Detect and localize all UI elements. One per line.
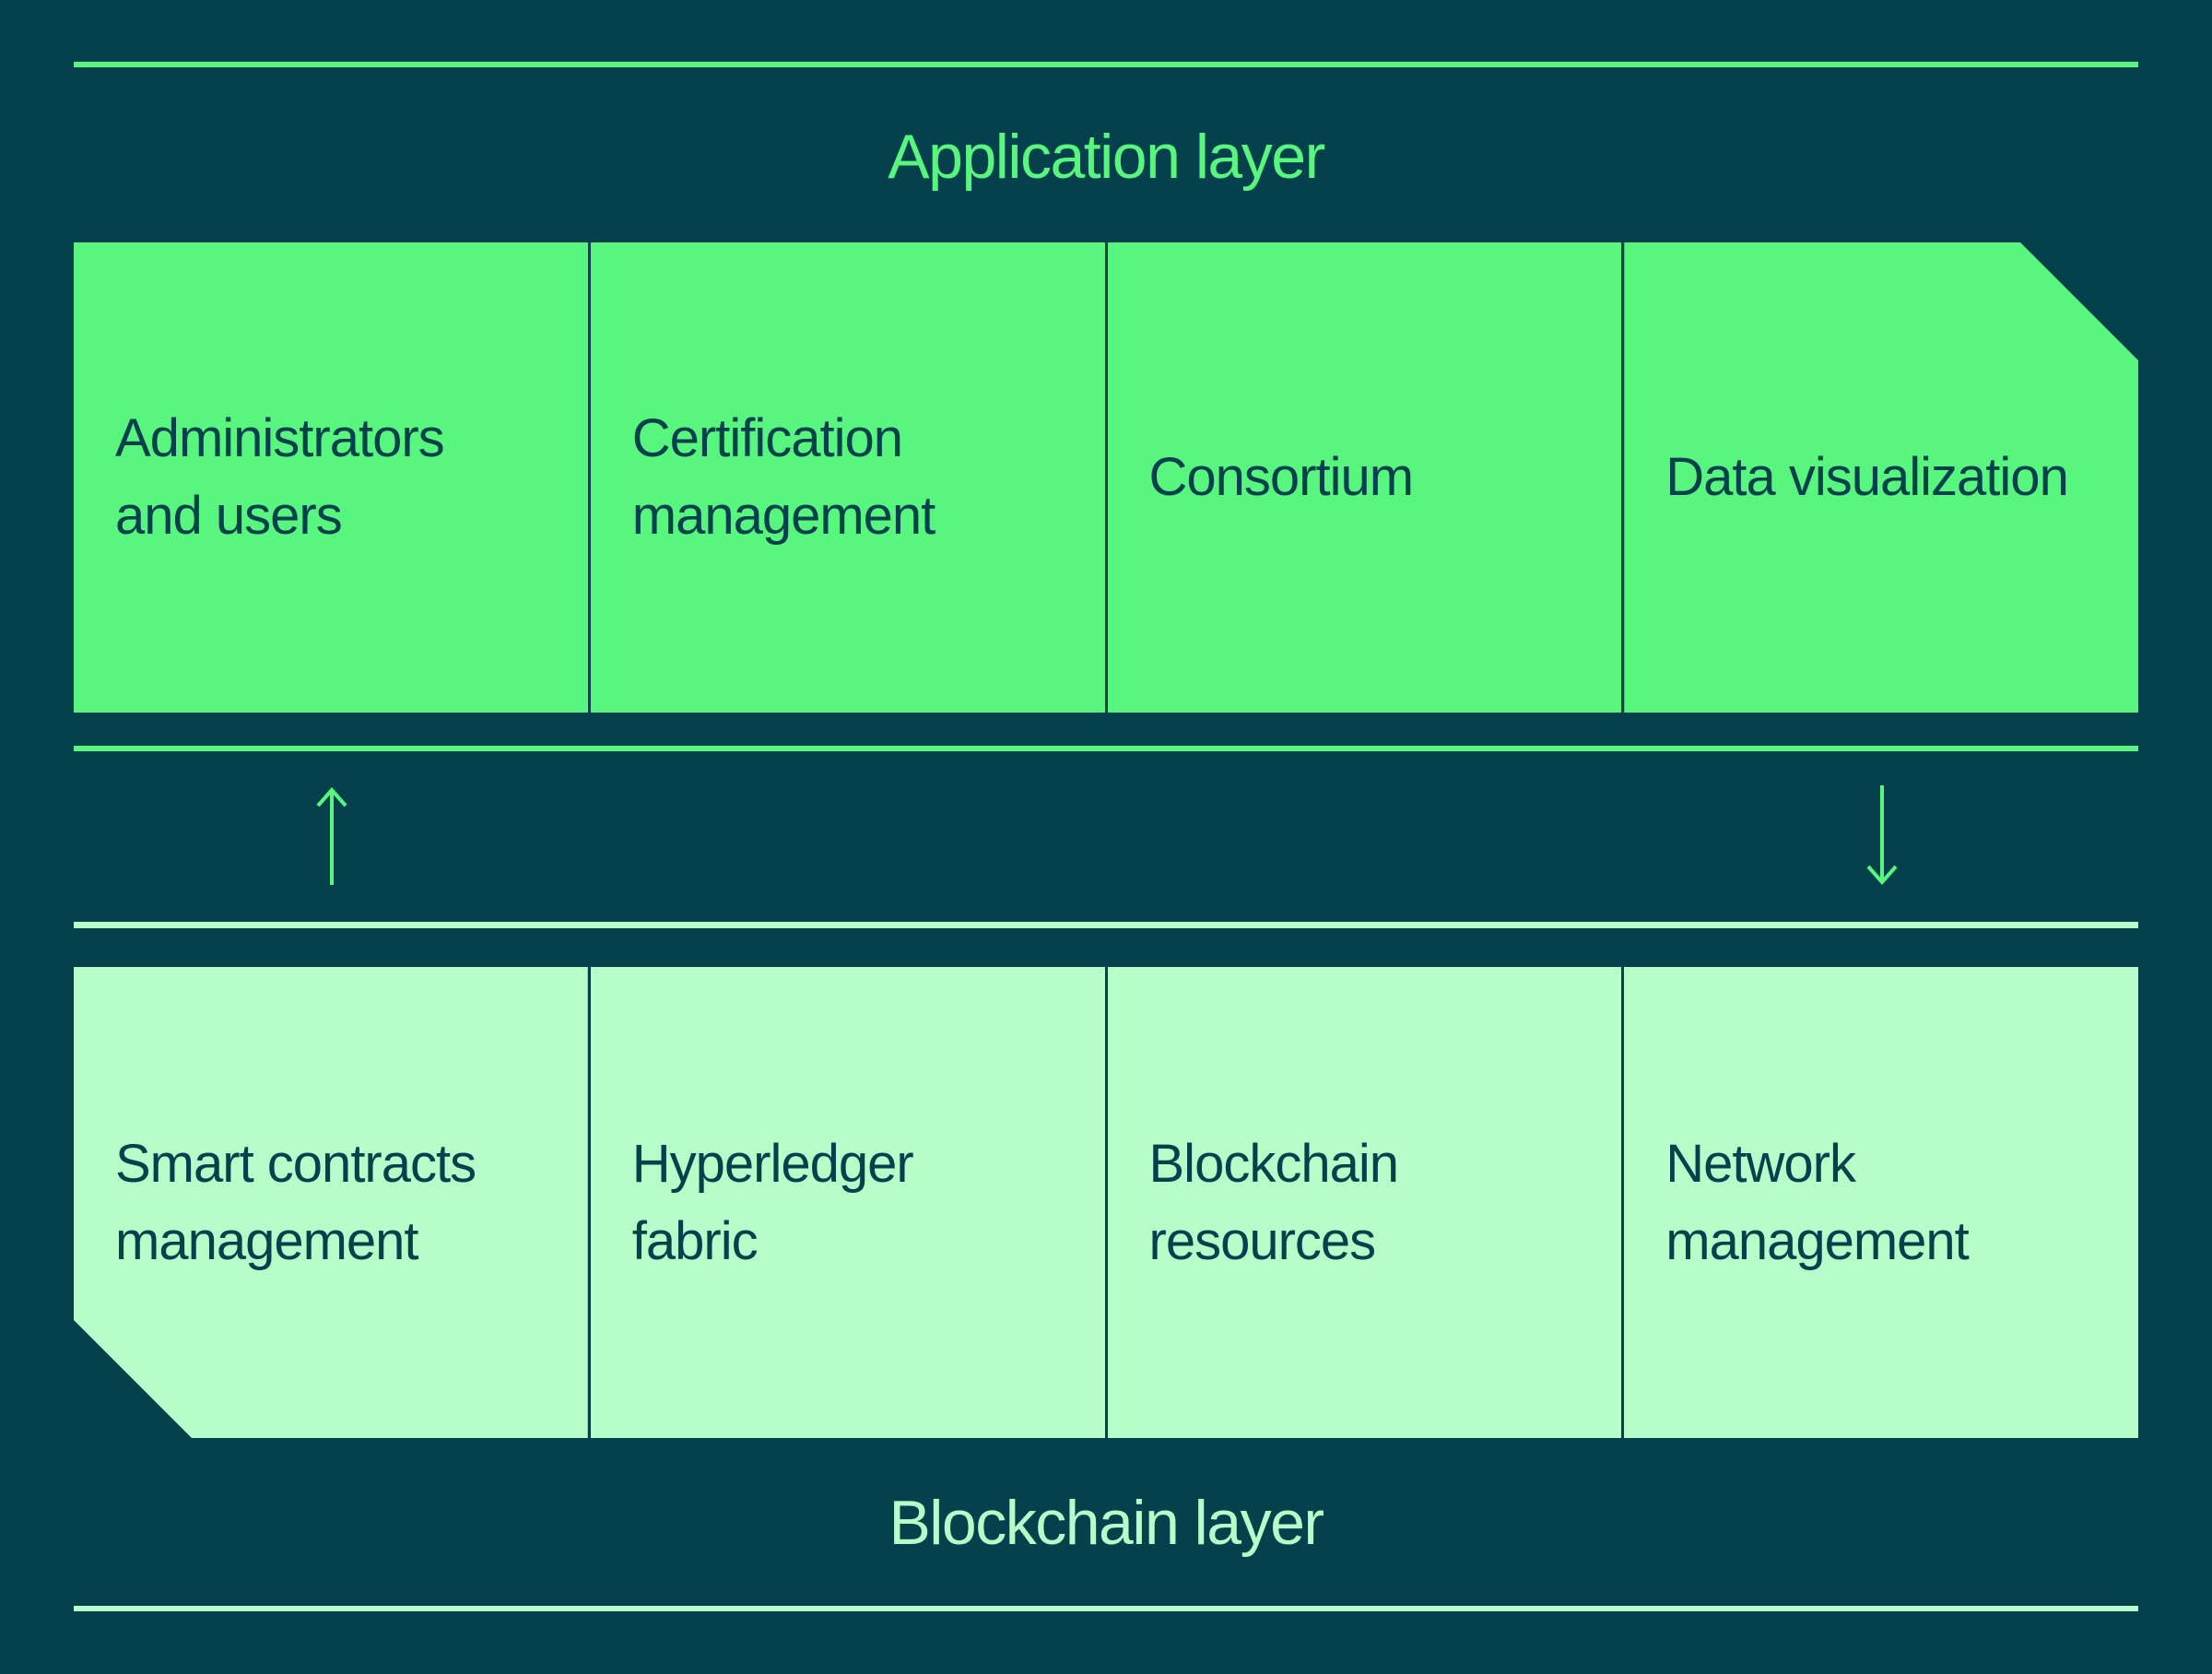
application-box-consortium: Consortium	[1107, 242, 1622, 713]
box-label: Administrators and users	[115, 408, 445, 546]
application-layer-bottom-line	[74, 746, 2138, 751]
application-layer-title: Application layer	[888, 122, 1325, 192]
blockchain-box-network-management: Network management	[1624, 967, 2138, 1438]
blockchain-layer-title: Blockchain layer	[888, 1488, 1324, 1558]
box-label: Consortium	[1148, 447, 1415, 507]
application-box-administrators-users: Administrators and users	[74, 242, 588, 713]
bottom-frame-line	[74, 1606, 2138, 1611]
blockchain-box-smart-contracts: Smart contracts management	[74, 967, 588, 1438]
down-arrow-icon	[1862, 784, 1902, 890]
box-label: Blockchain resources	[1148, 1133, 1399, 1271]
blockchain-box-hyperledger-fabric: Hyperledger fabric	[590, 967, 1105, 1438]
box-label: Network management	[1665, 1133, 1970, 1271]
box-label: Data visualization	[1665, 447, 2068, 507]
box-label: Smart contracts management	[115, 1133, 477, 1271]
application-layer-row: Administrators and users Certification m…	[74, 242, 2138, 713]
up-arrow-icon	[312, 782, 352, 889]
application-box-certification-management: Certification management	[590, 242, 1105, 713]
application-box-data-visualization: Data visualization	[1624, 242, 2138, 713]
box-label: Certification management	[631, 408, 936, 546]
top-frame-line	[74, 62, 2138, 67]
box-label: Hyperledger fabric	[631, 1133, 914, 1271]
blockchain-box-blockchain-resources: Blockchain resources	[1107, 967, 1622, 1438]
blockchain-layer-top-line	[74, 922, 2138, 928]
blockchain-layer-row: Smart contracts management Hyperledger f…	[74, 967, 2138, 1438]
